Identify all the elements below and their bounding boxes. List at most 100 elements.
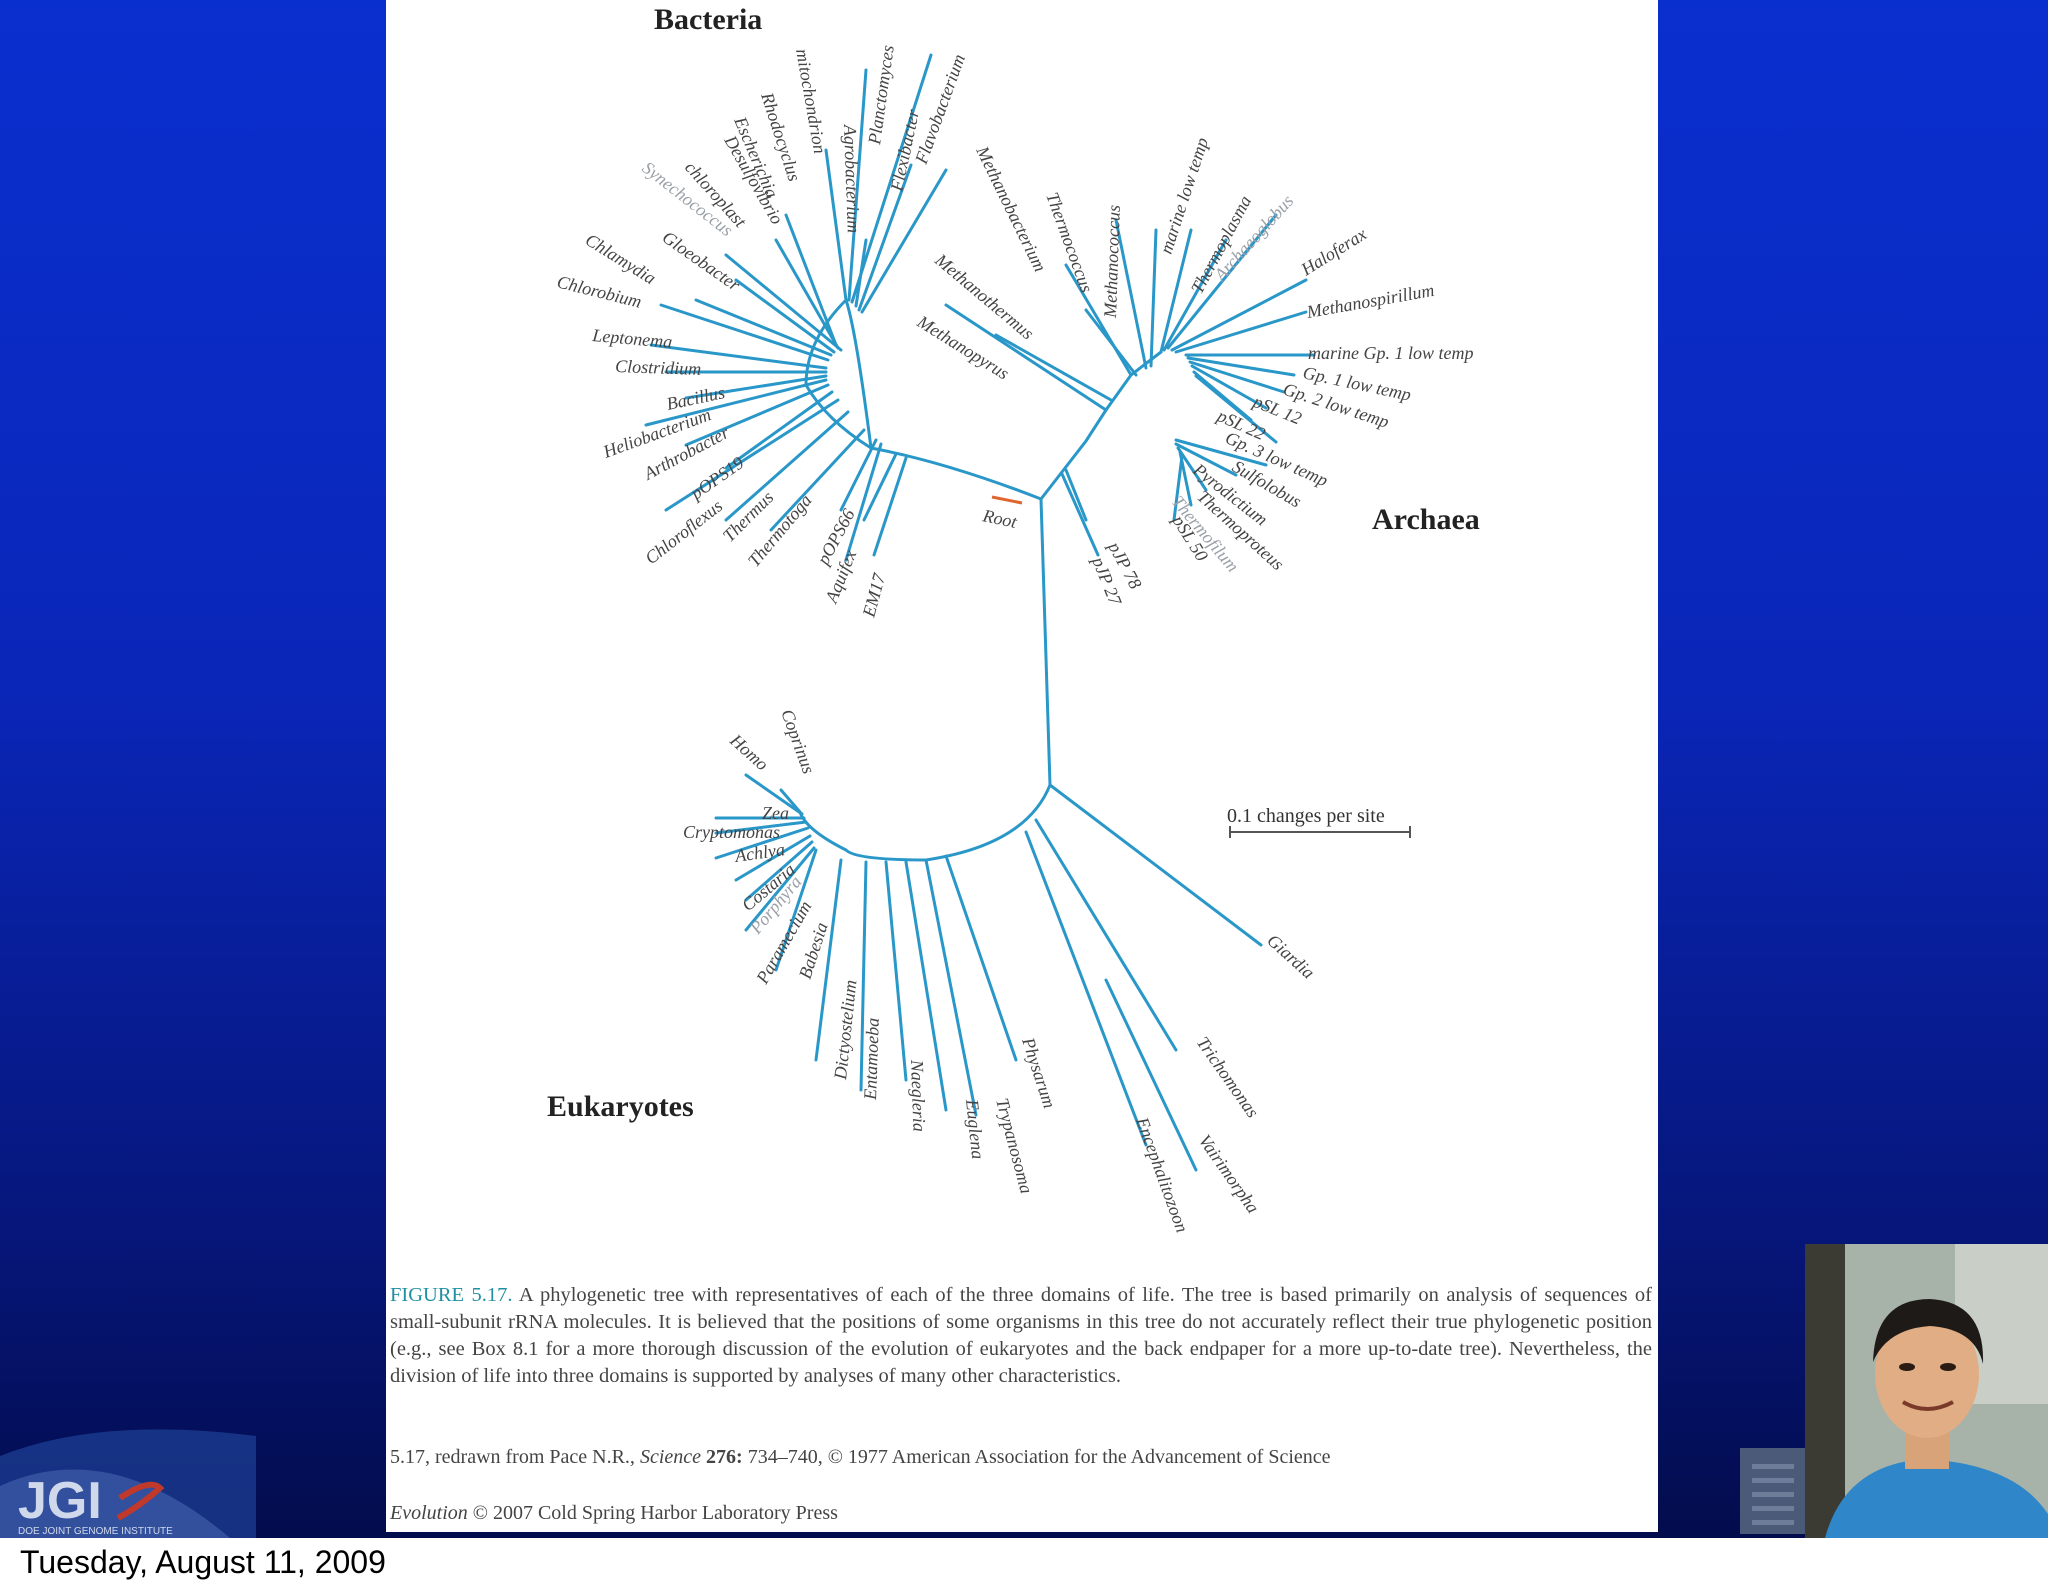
archaeal-branch <box>1190 364 1268 410</box>
taxon-label: Leptonema <box>591 325 673 352</box>
taxon-label: Encephalitozoon <box>1132 1114 1193 1235</box>
bacteria-branches <box>644 53 948 562</box>
taxon-label: Methanococcus <box>1100 205 1124 320</box>
archaeal-branch <box>1186 356 1296 377</box>
speaker-video <box>1805 1244 2048 1538</box>
book-title: Evolution <box>390 1502 468 1524</box>
scale-label: 0.1 changes per site <box>1227 805 1385 827</box>
book-publisher: © 2007 Cold Spring Harbor Laboratory Pre… <box>472 1502 838 1524</box>
scale-bar: 0.1 changes per site <box>1227 805 1411 838</box>
bacterial-branch <box>724 410 850 522</box>
logo-subtitle: DOE JOINT GENOME INSTITUTE <box>18 1526 173 1537</box>
archaeal-branch <box>1172 454 1184 522</box>
taxon-label: EM17 <box>858 570 889 620</box>
archaeal-branch <box>1174 438 1268 467</box>
taxon-label: Cryptomonas <box>683 822 780 842</box>
eukaryotic-branch <box>1104 978 1198 1172</box>
eukaryotic-branch <box>859 860 868 1092</box>
eukaryotic-branch <box>924 858 978 1117</box>
archaeal-branch <box>1166 213 1278 350</box>
archaeal-branch <box>1170 278 1308 352</box>
domain-label-archaea: Archaea <box>1372 503 1480 536</box>
taxon-label: Entamoeba <box>860 1018 883 1102</box>
taxon-label: pOPS19 <box>685 452 747 504</box>
eukaryotic-branch <box>884 860 908 1082</box>
taxon-label: Planctomyces <box>864 44 898 147</box>
bacterial-branch <box>649 343 828 370</box>
jgi-logo: JGI DOE JOINT GENOME INSTITUTE <box>0 1429 256 1538</box>
archaeal-branch <box>1174 310 1308 354</box>
bacterial-branch <box>684 374 828 400</box>
figure-caption-text: A phylogenetic tree with representatives… <box>390 1284 1652 1387</box>
archaeal-branch <box>1194 374 1278 444</box>
archaeal-branch <box>1084 308 1138 377</box>
eukaryote-branches <box>714 773 1263 1172</box>
taxon-label: Methanobacterium <box>972 142 1050 275</box>
taxon-label: Methanopyrus <box>913 311 1013 384</box>
eukaryotic-branch <box>744 846 816 932</box>
book-credit: Evolution © 2007 Cold Spring Harbor Labo… <box>390 1502 838 1525</box>
eukaryotic-branch <box>744 840 814 902</box>
taxon-label: mitochondrion <box>792 47 830 155</box>
eukaryotic-branch <box>779 788 802 814</box>
eukaryote-labels: Coprinus Homo Zea Cryptomonas Achlya Cos… <box>683 707 1319 1236</box>
archaeal-branch <box>1060 472 1100 557</box>
bacterial-branch <box>684 383 830 447</box>
taxon-label: Dictyostelium <box>830 979 860 1082</box>
taxon-label: Achlya <box>733 839 786 866</box>
source-text: 734–740, © 1977 American Association for… <box>747 1446 1331 1468</box>
source-text: 5.17, redrawn from Pace N.R., <box>390 1446 635 1468</box>
archaeal-branch <box>1159 228 1193 354</box>
slide-background: Bacteria Archaea Eukaryotes Root 0.1 cha… <box>0 0 2048 1538</box>
bacterial-branch <box>839 438 878 512</box>
archaeal-branch <box>944 303 1108 412</box>
bacterial-branch <box>724 390 834 470</box>
eukaryotic-branch <box>904 860 948 1112</box>
eukaryotic-branch <box>714 826 810 860</box>
taxon-label: Trichomonas <box>1193 1033 1263 1121</box>
taxon-label: Homo <box>726 729 773 774</box>
taxon-label: marine low temp <box>1156 135 1212 256</box>
eukaryotic-branch <box>944 854 1018 1062</box>
bacterial-branch <box>824 148 848 302</box>
eukaryotic-branch <box>774 848 818 972</box>
eukaryotic-branch <box>714 820 808 835</box>
trunk-branch <box>1039 497 1052 787</box>
figure-panel: Bacteria Archaea Eukaryotes Root 0.1 cha… <box>386 0 1658 1532</box>
taxon-label: Thermococcus <box>1042 190 1097 295</box>
taxon-label: Chloroflexus <box>641 496 726 569</box>
bacterial-branch <box>644 378 828 427</box>
bacteria-stem <box>844 298 873 450</box>
bacterial-branch <box>860 168 948 314</box>
taxon-label: Agrobacterium <box>840 123 864 233</box>
eukaryotic-branch <box>1048 783 1263 947</box>
bacteria-labels: mitochondrion Planctomyces Rhodocyclus A… <box>555 44 969 620</box>
taxon-label: Coprinus <box>777 707 819 777</box>
archaea-arc <box>1039 350 1163 501</box>
taxon-label: Trypanosoma <box>992 1096 1037 1196</box>
figure-caption-label: FIGURE 5.17. <box>390 1284 513 1306</box>
lines-icon <box>1752 1464 1794 1525</box>
archaeal-branch <box>1114 218 1148 370</box>
bacterial-branch <box>774 238 840 350</box>
root-marker <box>991 495 1023 505</box>
logo-swoosh <box>116 1481 165 1521</box>
domain-label-eukaryotes: Eukaryotes <box>547 1090 694 1123</box>
domain-label-bacteria: Bacteria <box>654 3 762 36</box>
eukaryotic-branch <box>814 858 843 1062</box>
bacterial-branch <box>857 163 913 312</box>
taxon-label: Haloferax <box>1297 224 1370 280</box>
bacterial-branch <box>664 398 840 512</box>
video-strip <box>1740 1448 1806 1534</box>
bacterial-branch <box>844 442 883 562</box>
bacterial-branch <box>734 278 836 354</box>
taxon-label: Zea <box>762 803 789 823</box>
source-journal: Science <box>639 1446 702 1468</box>
bacterial-branch <box>724 253 843 352</box>
source-volume: 276: <box>706 1446 743 1468</box>
bacterial-branch <box>694 298 833 357</box>
eukaryote-arc <box>798 783 1052 862</box>
eukaryotic-branch <box>1024 830 1148 1147</box>
taxon-label: Clostridium <box>615 356 702 379</box>
taxon-label: Euglena <box>962 1097 988 1160</box>
